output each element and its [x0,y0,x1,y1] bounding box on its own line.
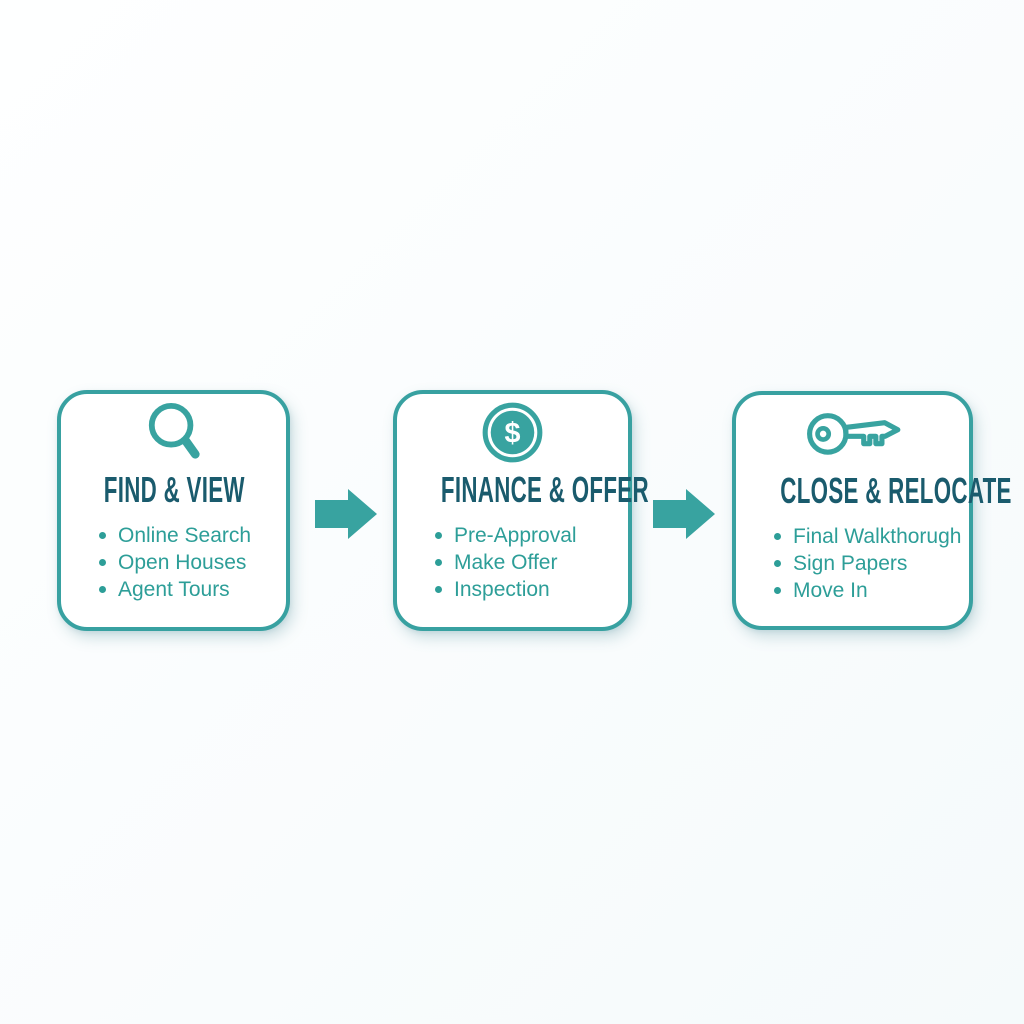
bullet-dot-icon [774,560,781,567]
list-item-label: Pre-Approval [454,524,577,547]
bullet-dot-icon [774,533,781,540]
step-title: CLOSE & RELOCATE [780,470,1012,511]
list-item: Make Offer [435,549,628,576]
list-item: Sign Papers [774,550,969,577]
list-item-label: Online Search [118,524,252,547]
bullet-dot-icon [435,586,442,593]
bullet-dot-icon [99,559,106,566]
list-item-label: Open Houses [118,551,247,574]
list-item: Online Search [99,522,286,549]
list-item-label: Final Walkthorugh [793,525,962,548]
bullet-dot-icon [774,587,781,594]
step-card-finance-offer: $ FINANCE & OFFER Pre-Approval Make Offe… [393,390,649,631]
step-card-close-relocate: CLOSE & RELOCATE Final Walkthorugh Sign … [732,391,1012,630]
bullet-dot-icon [435,559,442,566]
list-item: Open Houses [99,549,286,576]
right-arrow-icon [315,489,377,545]
dollar-coin-icon: $ [481,401,544,463]
step-title: FINANCE & OFFER [440,469,649,510]
step-item-list: Online Search Open Houses Agent Tours [61,522,286,603]
list-item: Agent Tours [99,576,286,603]
bullet-dot-icon [435,532,442,539]
bullet-dot-icon [99,586,106,593]
list-item-label: Move In [793,579,868,602]
svg-text:$: $ [505,417,521,449]
step-item-list: Final Walkthorugh Sign Papers Move In [736,523,969,604]
magnifier-icon [145,401,203,463]
list-item: Pre-Approval [435,522,628,549]
list-item: Inspection [435,576,628,603]
step-item-list: Pre-Approval Make Offer Inspection [397,522,628,603]
bullet-dot-icon [99,532,106,539]
list-item-label: Sign Papers [793,552,908,575]
list-item-label: Inspection [454,578,550,601]
step-card-find-view: FIND & VIEW Online Search Open Houses Ag… [57,390,290,631]
key-icon [804,402,902,464]
right-arrow-icon [653,489,715,545]
list-item-label: Agent Tours [118,578,230,601]
list-item-label: Make Offer [454,551,558,574]
list-item: Move In [774,577,969,604]
list-item: Final Walkthorugh [774,523,969,550]
step-title: FIND & VIEW [103,469,245,510]
